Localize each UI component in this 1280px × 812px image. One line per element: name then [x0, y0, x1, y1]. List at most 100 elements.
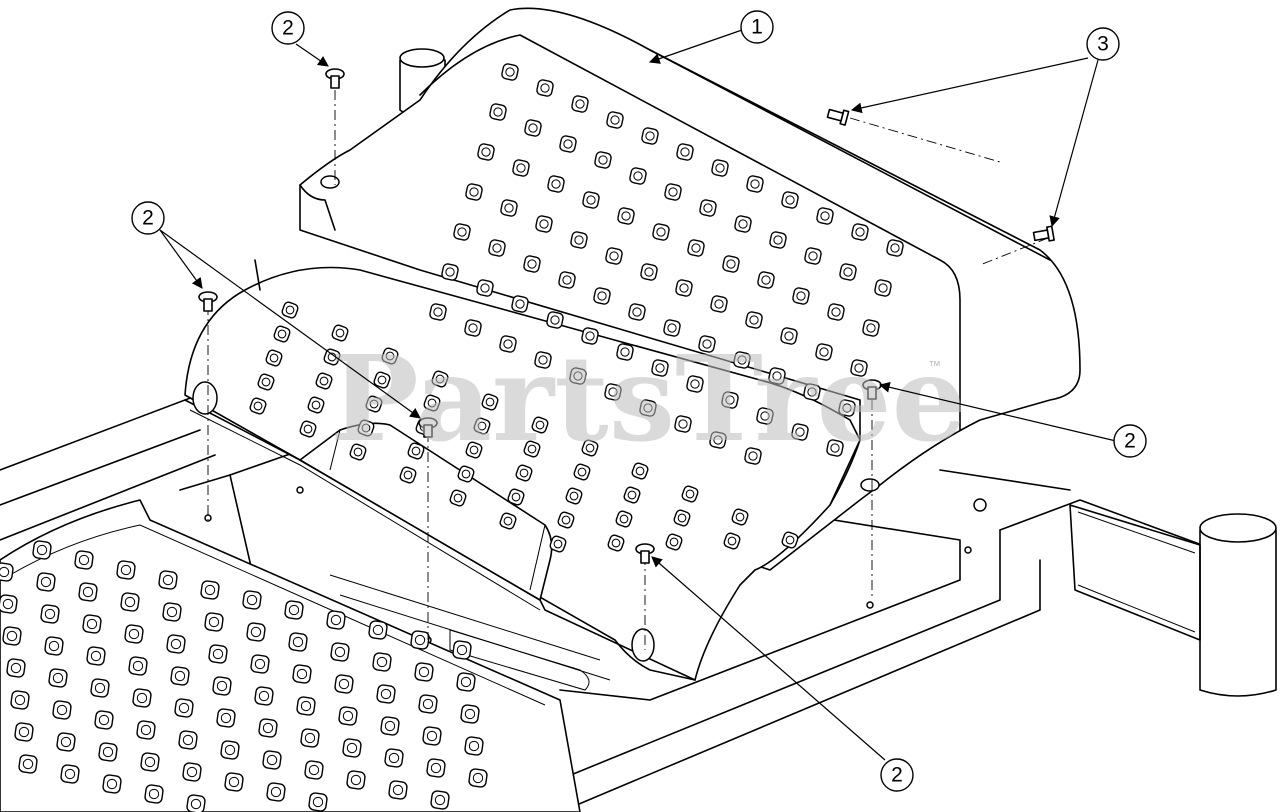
dimple: [551, 179, 561, 189]
dimple: [469, 187, 479, 197]
screw-icon: [635, 543, 655, 564]
dimple: [667, 323, 677, 333]
dimple: [678, 419, 688, 429]
dimple: [60, 736, 72, 748]
dimple: [843, 267, 853, 277]
dimple: [144, 756, 156, 768]
dimple: [269, 353, 279, 363]
dimple: [608, 387, 618, 397]
leader-lines: [159, 29, 1117, 761]
dimple: [385, 351, 395, 361]
dimple: [246, 594, 258, 606]
dimple: [102, 746, 114, 758]
dimple: [611, 538, 621, 548]
screw-icon: [325, 68, 345, 89]
dimple: [735, 512, 745, 522]
dimple: [854, 363, 864, 373]
dimple: [304, 732, 316, 744]
dimple: [519, 468, 529, 478]
dimple: [785, 535, 795, 545]
dimple: [174, 670, 186, 682]
dimple: [277, 329, 287, 339]
dimple: [124, 596, 136, 608]
dimple: [469, 445, 479, 455]
dimple: [645, 131, 655, 141]
dimple: [561, 515, 571, 525]
dimple: [563, 139, 573, 149]
dimple: [44, 608, 56, 620]
dimple: [56, 704, 68, 716]
dimple: [64, 768, 76, 780]
dimple: [300, 700, 312, 712]
dimple: [726, 259, 736, 269]
callout-3: 3: [1086, 27, 1120, 61]
dimple: [621, 211, 631, 221]
dimple: [503, 516, 513, 526]
dimple: [377, 375, 387, 385]
dimple: [760, 411, 770, 421]
dimple: [36, 544, 48, 556]
dimple: [468, 740, 480, 752]
callout-2-label: 2: [1124, 430, 1136, 453]
dimple: [784, 331, 794, 341]
dimple: [796, 291, 806, 301]
dimple: [204, 584, 216, 596]
dimple: [505, 67, 515, 77]
dimple: [819, 347, 829, 357]
watermark-text: PartsTree: [330, 329, 967, 468]
dimple: [643, 403, 653, 413]
dimple: [369, 399, 379, 409]
dimple: [527, 259, 537, 269]
dimple: [807, 387, 817, 397]
dimple: [820, 211, 830, 221]
dimple: [538, 355, 548, 365]
dimple: [679, 283, 689, 293]
dimple: [598, 155, 608, 165]
dimple: [250, 626, 262, 638]
dimple: [457, 227, 467, 237]
dimple: [714, 299, 724, 309]
dimple: [597, 291, 607, 301]
screw-icon: [862, 379, 882, 400]
screw-icon: [198, 291, 218, 312]
dimple: [535, 420, 545, 430]
dimple: [376, 656, 388, 668]
dimple: [270, 786, 282, 798]
dimple: [208, 616, 220, 628]
dimple: [461, 469, 471, 479]
dimple: [0, 566, 10, 578]
dimple: [477, 421, 487, 431]
dimple: [427, 398, 437, 408]
dimple: [190, 798, 202, 810]
fasteners: [198, 68, 1055, 564]
dimple: [472, 772, 484, 784]
screw-icon: [418, 417, 438, 438]
callout-2-label: 2: [142, 207, 154, 230]
dimple: [539, 219, 549, 229]
dimple: [492, 243, 502, 253]
dimple: [633, 171, 643, 181]
callout-1: 1: [740, 10, 774, 44]
dimple: [468, 323, 478, 333]
dimple: [78, 554, 90, 566]
dimple: [334, 646, 346, 658]
dimple: [433, 307, 443, 317]
dimple: [569, 491, 579, 501]
dimple: [296, 668, 308, 680]
dimple: [120, 564, 132, 576]
dimple: [511, 492, 521, 502]
dimple: [136, 692, 148, 704]
dimple: [418, 666, 430, 678]
dimple: [14, 694, 26, 706]
dimple: [808, 251, 818, 261]
dimple: [725, 395, 735, 405]
dimple: [254, 658, 266, 670]
dimple: [750, 179, 760, 189]
dimple: [342, 710, 354, 722]
dimple: [690, 379, 700, 389]
dimple: [253, 401, 263, 411]
dimple: [464, 708, 476, 720]
callout-2-right: 2: [1113, 424, 1147, 458]
dimple: [266, 754, 278, 766]
